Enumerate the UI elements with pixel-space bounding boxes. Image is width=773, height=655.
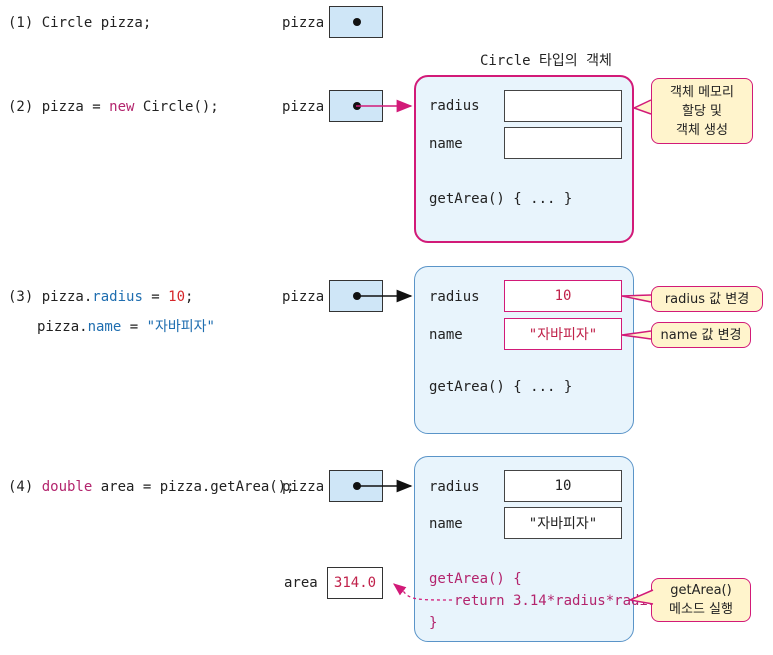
code-text: pizza. [41, 289, 93, 305]
getarea-method: getArea() { ... } [429, 379, 573, 395]
number-literal: 10 [168, 289, 186, 305]
getarea-return-statement: return 3.14*radius*radius; [454, 593, 674, 609]
name-label: name [429, 327, 463, 343]
callout-text: getArea() [670, 583, 732, 598]
callout-text: 객체 생성 [676, 122, 728, 138]
radius-label: radius [429, 289, 480, 305]
radius-label: radius [429, 98, 480, 114]
code-text: area = pizza.getArea(); [92, 479, 295, 495]
pizza-reference-box [329, 6, 383, 38]
pizza-label: pizza [282, 99, 325, 115]
code-text: = [142, 289, 169, 305]
callout-method-execution: getArea() 메소드 실행 [651, 578, 751, 622]
step1-code: (1) Circle pizza; [8, 14, 151, 32]
code-text: = [121, 319, 147, 335]
code-text: Circle pizza; [41, 15, 152, 31]
code-text: Circle(); [134, 99, 219, 115]
field-radius: radius [92, 289, 143, 305]
step3-code-line2: pizza.name = "자바피자" [37, 318, 215, 336]
radius-field-value: 10 [504, 280, 622, 312]
name-label: name [429, 516, 463, 532]
radius-label: radius [429, 479, 480, 495]
callout-pointer [621, 294, 652, 303]
code-text: pizza = [41, 99, 110, 115]
callout-text: 할당 및 [681, 103, 722, 119]
area-label: area [284, 575, 318, 591]
code-text: pizza. [37, 319, 88, 335]
keyword-new: new [109, 99, 135, 115]
step-number: (1) [8, 15, 42, 31]
getarea-method-open: getArea() { [429, 571, 522, 587]
step3-code: (3) pizza.radius = 10; [8, 288, 193, 306]
step-number: (4) [8, 479, 42, 495]
keyword-double: double [41, 479, 93, 495]
callout-pointer [632, 99, 652, 115]
callout-radius-change: radius 값 변경 [651, 286, 763, 312]
reference-dot [353, 18, 361, 26]
callout-text: 객체 메모리 [670, 84, 734, 100]
name-field-value: "자바피자" [504, 318, 622, 350]
radius-field-value: 10 [504, 470, 622, 502]
field-name: name [87, 319, 122, 335]
string-literal: "자바피자" [146, 319, 215, 335]
step-number: (2) [8, 99, 42, 115]
callout-pointer [621, 330, 652, 340]
return-value-arrow [392, 583, 453, 601]
name-label: name [429, 136, 463, 152]
callout-name-change: name 값 변경 [651, 322, 751, 348]
callout-text: 메소드 실행 [669, 602, 733, 617]
getarea-method: getArea() { ... } [429, 191, 573, 207]
code-text: ; [185, 289, 194, 305]
pizza-label: pizza [282, 479, 325, 495]
step4-code: (4) double area = pizza.getArea(); [8, 478, 295, 496]
name-field-empty [504, 127, 622, 159]
area-variable-box: 314.0 [327, 567, 383, 599]
radius-field-empty [504, 90, 622, 122]
step2-code: (2) pizza = new Circle(); [8, 98, 219, 116]
callout-pointer [627, 589, 654, 605]
step-number: (3) [8, 289, 42, 305]
pizza-label: pizza [282, 289, 325, 305]
object-title: Circle 타입의 객체 [480, 53, 612, 69]
name-field-value: "자바피자" [504, 507, 622, 539]
pizza-label: pizza [282, 15, 325, 31]
getarea-method-close: } [429, 615, 438, 631]
